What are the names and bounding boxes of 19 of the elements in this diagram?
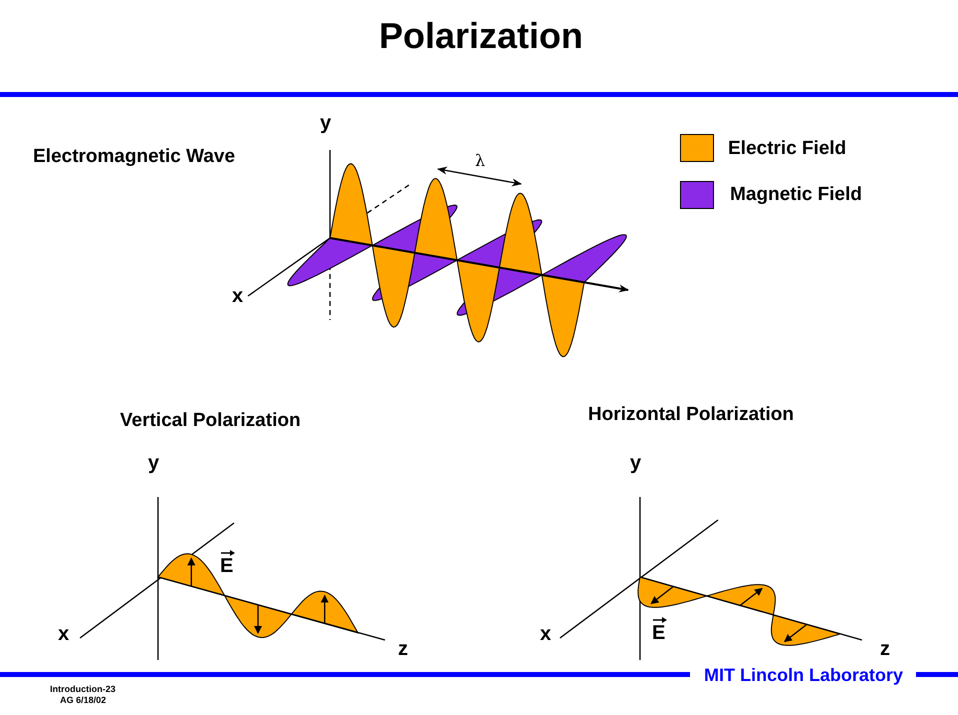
legend-label: Magnetic Field <box>730 185 862 206</box>
section-heading: Electromagnetic Wave <box>33 147 236 168</box>
axis-label: x <box>58 623 70 645</box>
axis-label: y <box>320 112 332 134</box>
axis-label: y <box>630 452 642 474</box>
axis-label: x <box>540 623 552 645</box>
legend-label: Electric Field <box>728 139 846 160</box>
wavelength-label: λ <box>475 152 486 170</box>
axis-label: z <box>398 638 408 660</box>
vector-label: E <box>220 549 234 577</box>
axis-label: y <box>148 452 160 474</box>
section-heading: Horizontal Polarization <box>588 405 794 426</box>
vector-label: E <box>652 616 666 644</box>
slide-title: Polarization <box>379 16 584 56</box>
footer-note: Introduction-23 <box>50 685 116 695</box>
footer-note: AG 6/18/02 <box>60 696 106 706</box>
axis-label: z <box>880 638 890 660</box>
section-heading: Vertical Polarization <box>120 411 301 432</box>
axis-label: x <box>232 285 244 307</box>
